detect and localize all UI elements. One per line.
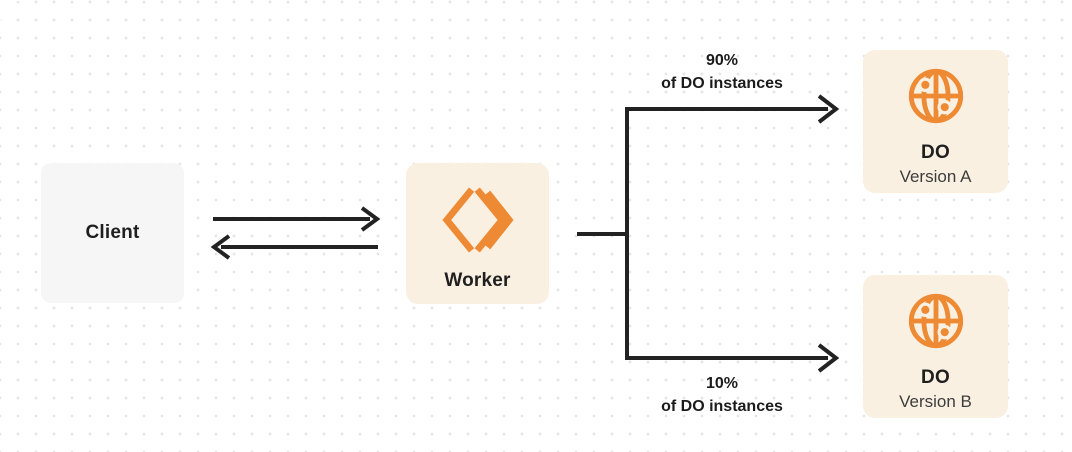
branch-split-line (577, 109, 629, 358)
arrow-to-do-version-b (625, 343, 840, 373)
worker-node: Worker (406, 163, 549, 304)
edge-label-90-percent: 90% of DO instances (626, 49, 818, 95)
client-node: Client (41, 163, 184, 303)
edge-label-10-line2: of DO instances (661, 398, 783, 415)
workers-chevrons-icon (438, 178, 518, 262)
client-label: Client (85, 222, 140, 243)
edge-label-10-line1: 10% (705, 375, 739, 392)
do-version-b-node: DO Version B (863, 275, 1008, 418)
do-version-a-subtitle: Version A (899, 167, 972, 186)
arrow-client-to-worker (213, 206, 381, 232)
do-version-a-node: DO Version A (863, 50, 1008, 193)
edge-label-90-line2: of DO instances (661, 75, 783, 92)
edge-label-90-line1: 90% (705, 52, 739, 69)
arrow-to-do-version-a (625, 94, 840, 124)
do-version-b-title: DO (921, 367, 950, 388)
edge-label-10-percent: 10% of DO instances (626, 372, 818, 418)
do-version-b-subtitle: Version B (899, 392, 972, 411)
do-version-a-title: DO (921, 142, 950, 163)
worker-label: Worker (444, 270, 511, 291)
globe-icon (905, 289, 967, 353)
arrow-worker-to-client (210, 234, 378, 260)
globe-icon (905, 64, 967, 128)
